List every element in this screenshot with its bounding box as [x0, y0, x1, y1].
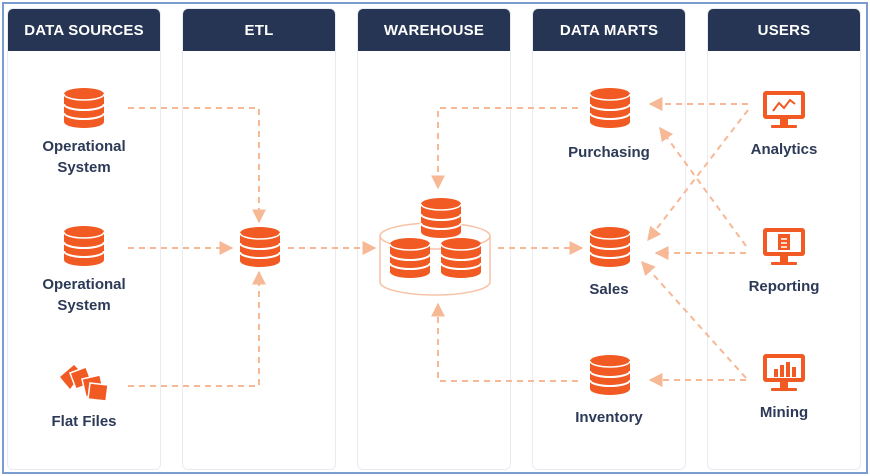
database-icon [239, 226, 281, 268]
database-icon [589, 226, 631, 268]
arrow-inventory-warehouse [431, 302, 578, 382]
column-header-data-sources: DATA SOURCES [8, 9, 160, 51]
files-icon [60, 365, 109, 402]
mart-label-inventory: Inventory [575, 409, 643, 426]
monitor-bar-chart-icon [763, 354, 805, 391]
database-icon [63, 225, 105, 267]
arrow-mining-sales [641, 260, 747, 379]
mart-label-purchasing: Purchasing [568, 144, 650, 161]
database-icon [63, 87, 105, 129]
column-header-warehouse: WAREHOUSE [358, 9, 510, 51]
warehouse-icon [379, 197, 491, 296]
user-label-reporting: Reporting [748, 278, 820, 295]
mart-label-sales: Sales [589, 281, 629, 298]
arrow-purchasing-warehouse [431, 107, 578, 190]
monitor-document-icon [763, 228, 805, 265]
user-label-mining: Mining [759, 404, 809, 421]
user-label-analytics: Analytics [750, 141, 818, 158]
arrow-analytics-sales [647, 109, 749, 242]
arrow-reporting-purchasing [659, 126, 747, 247]
source-label-operational-system-2: Operational System [42, 276, 126, 314]
column-header-users: USERS [708, 9, 860, 51]
source-label-operational-system-1: Operational System [42, 138, 126, 176]
database-icon [589, 354, 631, 396]
source-label-flat-files: Flat Files [51, 413, 117, 430]
column-header-etl: ETL [183, 9, 335, 51]
column-header-data-marts: DATA MARTS [533, 9, 685, 51]
monitor-chart-icon [763, 91, 805, 128]
database-icon [589, 87, 631, 129]
